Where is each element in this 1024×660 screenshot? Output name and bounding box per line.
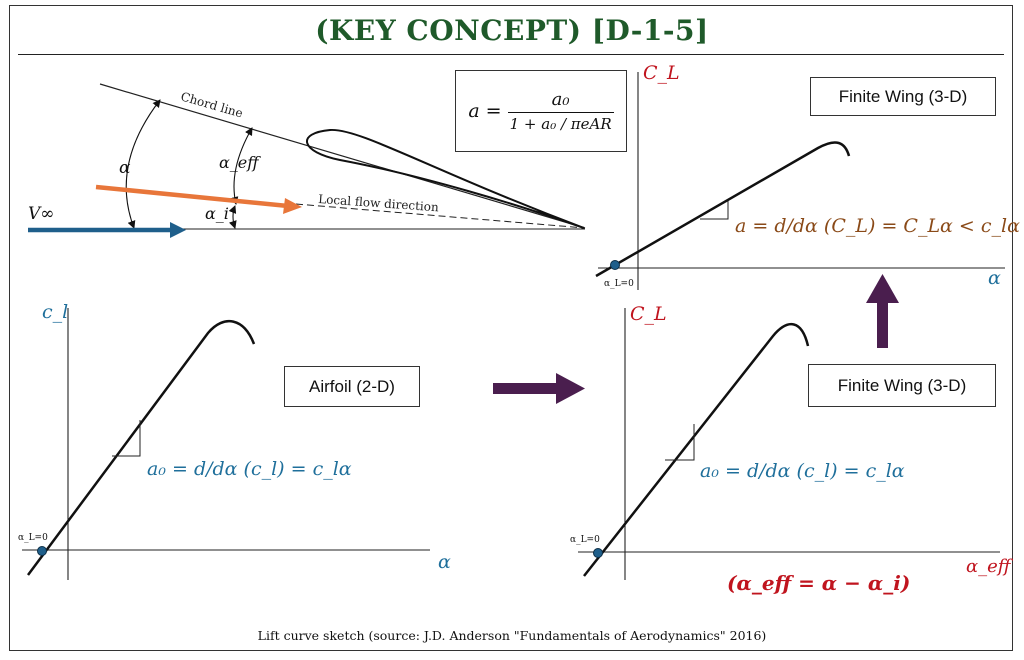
bottom-left-lift-curve — [26, 319, 256, 576]
top-right-zero-lift-label: α_L=0 — [604, 279, 634, 289]
bottom-right-zero-lift-label: α_L=0 — [570, 535, 600, 545]
bottom-right-x-axis-label: α_eff — [966, 556, 1014, 577]
airfoil-shape — [306, 128, 585, 229]
bottom-right-slope-triangle — [665, 424, 695, 461]
bottom-left-zero-lift-label: α_L=0 — [18, 533, 48, 543]
bottom-left-y-axis-label: c_l — [42, 301, 68, 323]
bottom-right-lift-curve — [583, 322, 810, 577]
alpha-arc — [125, 99, 161, 229]
alpha-eff-arc — [230, 127, 253, 205]
bottom-right-slope-formula: a₀ = d/dα (c_l) = c_lα — [700, 460, 905, 482]
airfoil-lift-curve: c_l α α_L=0 a₀ = d/dα (c_l) = c_lα — [18, 301, 451, 580]
bottom-left-zero-lift-point — [37, 546, 47, 556]
bottom-left-x-axis-label: α — [438, 551, 451, 573]
v-infinity-label: V∞ — [28, 204, 54, 224]
local-flow-arrow-shaft — [95, 184, 289, 209]
top-right-y-axis-label: C_L — [643, 62, 680, 84]
local-flow-direction-line — [295, 203, 586, 229]
top-right-slope-triangle — [700, 201, 729, 220]
page-frame — [9, 5, 1013, 651]
alpha-label: α — [119, 158, 131, 178]
finite-wing-slope-formula-box: a = a₀ 1 + a₀ / πeAR — [455, 70, 627, 152]
bottom-right-y-axis-label: C_L — [630, 303, 667, 325]
alpha-i-label: α_i — [205, 204, 229, 223]
alpha-eff-label: α_eff — [219, 153, 261, 172]
freestream-arrow-head — [170, 222, 186, 238]
airfoil-label: Airfoil (2-D) — [284, 366, 420, 407]
finite-wing-label-bottom: Finite Wing (3-D) — [808, 364, 996, 407]
alpha-eff-relation: (α_eff = α − α_i) — [727, 571, 910, 595]
top-right-lift-curve — [595, 141, 851, 278]
right-arrow-head — [556, 373, 585, 404]
bottom-left-slope-triangle — [112, 420, 141, 457]
formula-denominator: 1 + a₀ / πeAR — [509, 115, 612, 133]
chord-line — [99, 83, 586, 229]
transition-arrows — [493, 274, 899, 404]
finite-wing-label-top: Finite Wing (3-D) — [810, 77, 996, 116]
formula-fraction: a₀ 1 + a₀ / πeAR — [507, 89, 614, 133]
top-right-x-axis-label: α — [988, 267, 1001, 289]
bottom-left-slope-formula: a₀ = d/dα (c_l) = c_lα — [147, 458, 352, 480]
figure-caption: Lift curve sketch (source: J.D. Anderson… — [257, 628, 767, 643]
up-arrow-head — [866, 274, 899, 303]
right-arrow-shaft — [493, 383, 559, 394]
formula-numerator: a₀ — [551, 89, 570, 110]
page-title: (KEY CONCEPT) [D-1-5] — [315, 14, 709, 47]
finite-wing-lift-curve-top: C_L α α_L=0 a = d/dα (C_L) = C_Lα < c_lα — [595, 62, 1020, 290]
alpha-i-arc — [228, 205, 237, 229]
bottom-right-zero-lift-point — [593, 548, 603, 558]
finite-wing-lift-curve-bottom: C_L α_eff α_L=0 a₀ = d/dα (c_l) = c_lα (… — [570, 303, 1014, 595]
top-right-zero-lift-point — [610, 260, 620, 270]
chord-line-label: Chord line — [179, 89, 244, 120]
up-arrow-shaft — [877, 300, 888, 348]
formula-fraction-bar — [507, 112, 614, 113]
title-divider — [18, 54, 1004, 55]
local-flow-arrow-head — [283, 198, 302, 214]
top-right-slope-formula: a = d/dα (C_L) = C_Lα < c_lα — [735, 215, 1020, 237]
formula-lhs: a = — [468, 100, 502, 122]
